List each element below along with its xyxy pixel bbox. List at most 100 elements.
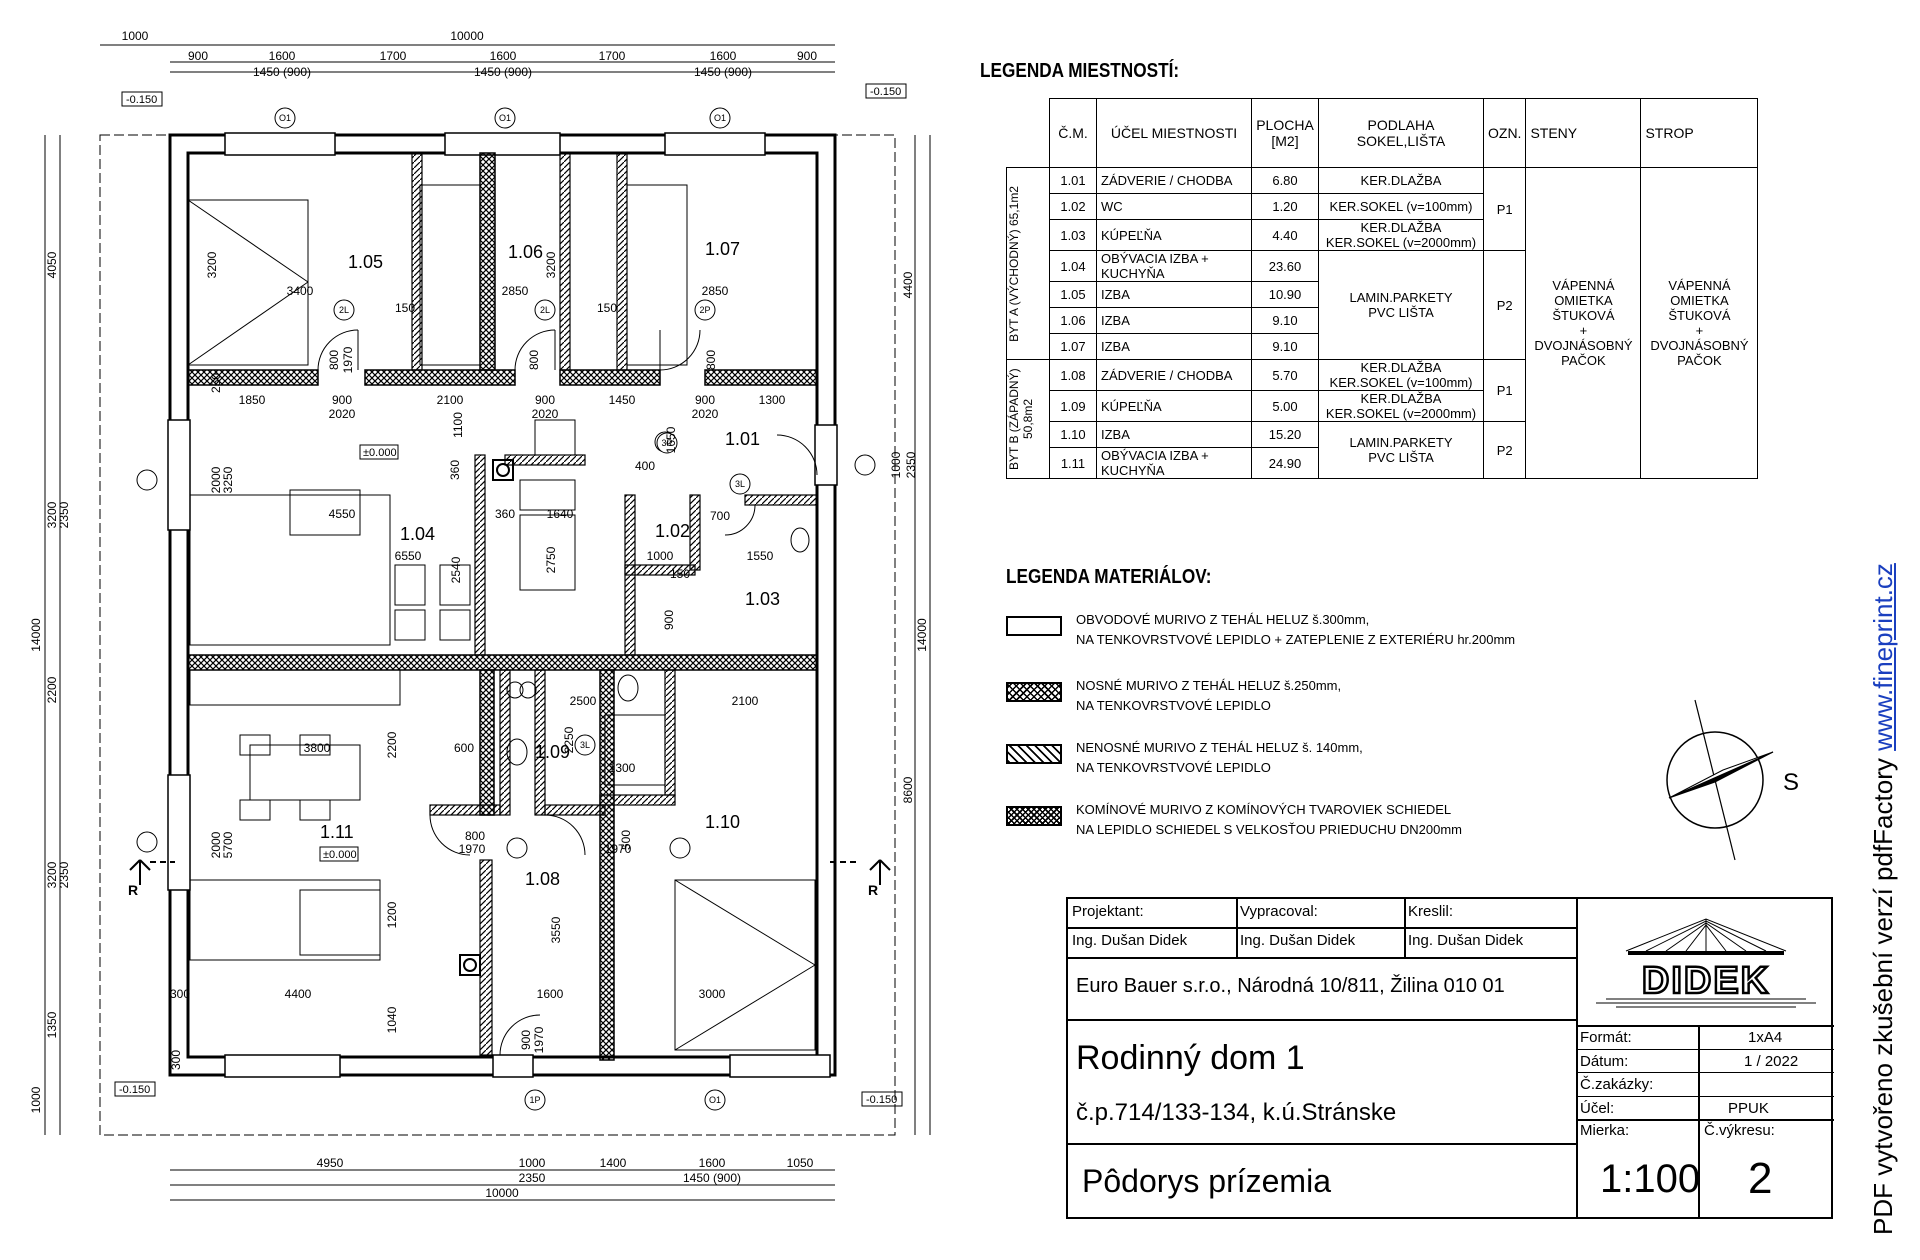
- dim-inner: 400: [635, 459, 655, 473]
- dimension-lines: [44, 44, 931, 1201]
- dim-bottom-sub: 1450 (900): [683, 1171, 741, 1185]
- cell-ozn: P2: [1482, 250, 1527, 360]
- dim-inner: 1100: [451, 412, 465, 438]
- dim-inner: 1850: [239, 393, 266, 407]
- level-marker: -0.150: [866, 1094, 897, 1106]
- cell-plocha: 23.60: [1251, 250, 1319, 282]
- dim-bottom: 1400: [600, 1156, 627, 1170]
- dim-right: 4400: [901, 271, 915, 298]
- dim-inner: 1000: [647, 549, 674, 563]
- watermark-link[interactable]: www.fineprint.cz: [1868, 563, 1898, 751]
- cell-plocha: 6.80: [1251, 167, 1319, 194]
- dim-top-left: 1000: [122, 29, 149, 43]
- dim-inner: 2500: [570, 694, 597, 708]
- dim-inner: 4400: [285, 987, 312, 1001]
- cell-plocha: 15.20: [1251, 421, 1319, 448]
- room-label: 1.07: [705, 239, 740, 259]
- dim-top: 900: [188, 49, 208, 63]
- material-line: NENOSNÉ MURIVO Z TEHÁL HELUZ š. 140mm,: [1076, 740, 1363, 755]
- cell-cm: 1.08: [1049, 359, 1097, 391]
- dim-inner: 800: [527, 350, 541, 370]
- cell-cm: 1.11: [1049, 447, 1097, 479]
- dim-inner: 900: [332, 393, 352, 407]
- level-marker: -0.150: [870, 86, 901, 98]
- window-tag: 1P: [529, 1095, 540, 1105]
- window-tag: O1: [279, 113, 291, 123]
- section-label: R: [868, 882, 878, 898]
- cell-cm: 1.07: [1049, 333, 1097, 360]
- room-label: 1.11: [320, 822, 354, 842]
- dim-left: 1350: [45, 1011, 59, 1038]
- header-steny: STENY: [1525, 98, 1642, 168]
- dim-inner: 5700: [221, 831, 235, 858]
- cell-plocha: 1.20: [1251, 193, 1319, 220]
- level-marker: ±0.000: [323, 849, 357, 861]
- cell-ucel: WC: [1096, 193, 1252, 220]
- dim-inner: 900: [662, 610, 676, 630]
- kreslil-value: Ing. Dušan Didek: [1408, 932, 1524, 949]
- dim-top: 1600: [269, 49, 296, 63]
- ucel-label: Účel:: [1580, 1100, 1615, 1117]
- room-label: 1.04: [400, 524, 435, 544]
- cell-plocha: 10.90: [1251, 281, 1319, 308]
- cell-plocha: 24.90: [1251, 447, 1319, 479]
- vypracoval-value: Ing. Dušan Didek: [1240, 932, 1356, 949]
- dim-top: 1700: [599, 49, 626, 63]
- dim-inner: 500: [619, 830, 633, 850]
- floor-plan: 1.05 1.06 1.07 1.01 1.04 1.02 1.03 1.09 …: [29, 29, 931, 1201]
- header-ucel: ÚČEL MIESTNOSTI: [1096, 98, 1252, 168]
- cell-podlaha: KER.SOKEL (v=100mm): [1318, 193, 1484, 220]
- room-label: 1.01: [725, 429, 760, 449]
- dim-inner: 2540: [449, 556, 463, 583]
- cell-cm: 1.02: [1049, 193, 1097, 220]
- dim-right-total: 14000: [915, 618, 929, 652]
- dim-inner: 2100: [437, 393, 464, 407]
- dim-inner: 360: [448, 460, 462, 480]
- cell-cm: 1.09: [1049, 390, 1097, 422]
- dim-right-sub: 1000: [889, 451, 903, 478]
- section-label: R: [128, 882, 138, 898]
- kreslil-label: Kreslil:: [1408, 903, 1454, 920]
- dim-inner: 1550: [747, 549, 774, 563]
- window-tag: 3P: [661, 438, 672, 448]
- window-tag: 2L: [540, 305, 550, 315]
- dim-inner: 2000: [209, 831, 223, 858]
- dim-inner: 1300: [609, 761, 636, 775]
- ucel-value: PPUK: [1728, 1100, 1769, 1117]
- room-label: 1.02: [655, 521, 690, 541]
- cell-ucel: IZBA: [1096, 307, 1252, 334]
- header-strop: STROP: [1640, 98, 1759, 168]
- dim-inner: 2200: [385, 731, 399, 758]
- cell-cm: 1.06: [1049, 307, 1097, 334]
- dim-top: 1600: [710, 49, 737, 63]
- dim-inner: 1600: [537, 987, 564, 1001]
- dim-top-sub: 1450 (900): [253, 65, 311, 79]
- dim-inner: 2020: [329, 407, 356, 421]
- projektant-label: Projektant:: [1072, 903, 1144, 920]
- dim-inner: 600: [454, 741, 474, 755]
- window-tag: O1: [709, 1095, 721, 1105]
- dim-inner: 1970: [341, 346, 355, 373]
- dim-inner: 150: [597, 301, 617, 315]
- north-label: S: [1783, 769, 1799, 796]
- format-label: Formát:: [1580, 1029, 1632, 1046]
- material-line: NA TENKOVRSTVOVÉ LEPIDLO: [1076, 760, 1271, 775]
- dim-inner: 300: [170, 987, 190, 1001]
- material-swatch-bearing: [1006, 682, 1062, 702]
- dim-bottom: 1050: [787, 1156, 814, 1170]
- project-name: Rodinný dom 1: [1076, 1039, 1305, 1077]
- dim-inner: 1450: [609, 393, 636, 407]
- watermark-text: PDF vytvořeno zkušební verzí pdfFactory: [1868, 750, 1898, 1235]
- cell-cm: 1.04: [1049, 250, 1097, 282]
- dim-top-sub: 1450 (900): [474, 65, 532, 79]
- dim-top-sub: 1450 (900): [694, 65, 752, 79]
- didek-logo-icon: DIDEK: [1596, 918, 1816, 1008]
- dim-left: 2200: [45, 676, 59, 703]
- dim-left-total: 14000: [29, 618, 43, 652]
- zakazky-label: Č.zakázky:: [1580, 1076, 1654, 1093]
- dim-top: 1700: [380, 49, 407, 63]
